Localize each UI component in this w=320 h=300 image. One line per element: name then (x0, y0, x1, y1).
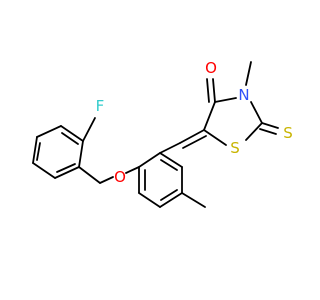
bond-c-n (214, 97, 237, 103)
atom-label-ether-oxygen: O (114, 168, 126, 186)
structure-svg: F O O N S S (32, 59, 293, 208)
bond (78, 140, 84, 168)
bond-vinyl (159, 142, 181, 154)
bond (159, 152, 183, 168)
bond-thione (261, 122, 279, 129)
bond-n-methyl (245, 61, 252, 86)
bond-carbonyl-2 (206, 78, 210, 103)
atom-label-ring-sulfur: S (230, 139, 240, 157)
double-bond-inner (61, 132, 79, 145)
atom-label-carbonyl-oxygen: O (205, 59, 217, 77)
bond (203, 101, 216, 131)
bond-s-c (203, 129, 227, 146)
bond (159, 192, 183, 208)
bond-c-s (245, 122, 263, 141)
atom-label-ring-nitrogen: N (238, 86, 249, 104)
bond-methyl (181, 192, 206, 208)
bond-thione-2 (259, 128, 277, 135)
thiazolidine-ring (203, 97, 263, 146)
bond-exocyclic-double-2 (182, 135, 207, 149)
bond-exocyclic-double (179, 129, 205, 144)
fluorophenyl-ring (32, 125, 84, 179)
atom-label-thione-sulfur: S (283, 124, 293, 142)
bond (32, 136, 38, 164)
double-bond-inner (56, 163, 76, 173)
atom-label-fluorine: F (96, 97, 105, 115)
bond-ch2 (78, 166, 101, 184)
methylphenyl-ring (138, 152, 183, 208)
bond-n-c (250, 101, 263, 124)
bond-c-f (82, 117, 96, 142)
bond (60, 125, 84, 142)
bond (138, 152, 161, 168)
double-bond-inner (36, 142, 41, 161)
bond (32, 162, 56, 179)
molecule-diagram: F O O N S S (32, 59, 293, 208)
double-bond-inner (160, 189, 178, 201)
bond (36, 125, 62, 138)
bond (138, 192, 161, 208)
bond-carbonyl (212, 78, 216, 103)
double-bond-inner (160, 159, 178, 171)
bond-ch2-o (99, 176, 114, 184)
bond-o-aryl (125, 166, 140, 174)
bond (54, 166, 80, 179)
